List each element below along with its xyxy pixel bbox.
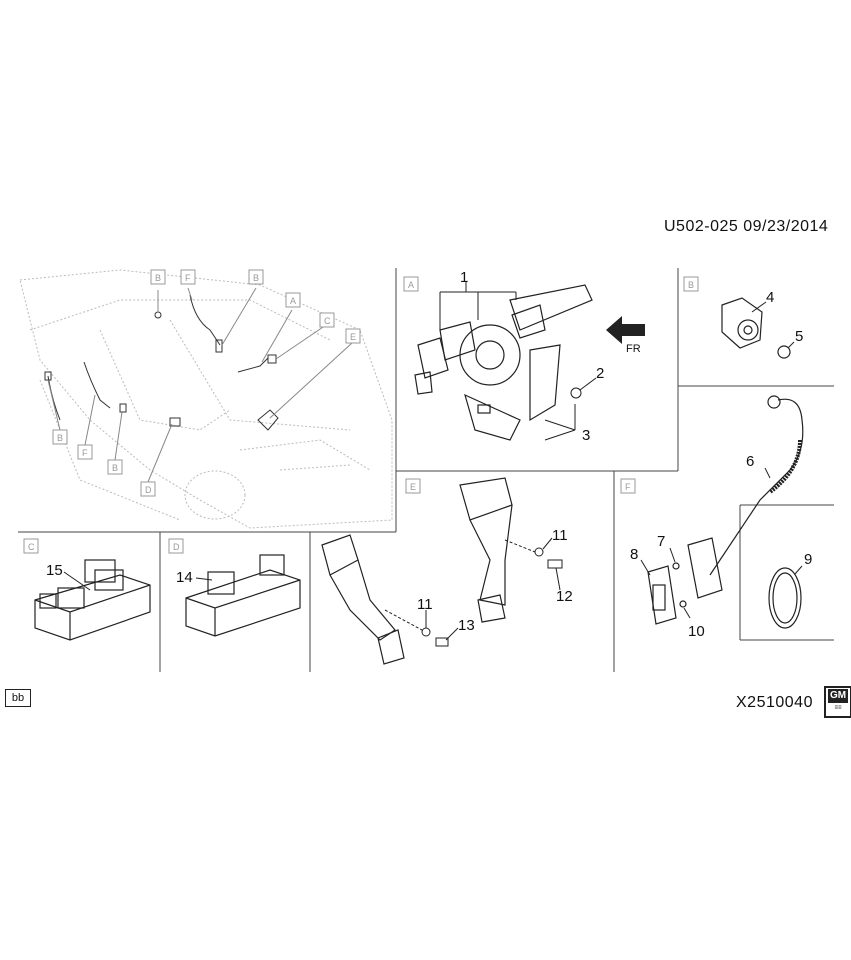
- wiring-harness: [709, 395, 804, 576]
- sensor-part: [721, 297, 791, 359]
- panel-e-leaders: [384, 537, 561, 641]
- panel-a-leaders: [439, 282, 597, 441]
- callout-7: 7: [657, 533, 665, 550]
- callout-3: 3: [582, 427, 590, 444]
- overview-box-9: B: [112, 463, 118, 473]
- overview-box-10: D: [145, 485, 152, 495]
- combination-switch: [414, 284, 593, 441]
- callout-8: 8: [630, 546, 638, 563]
- panel-d: D 14: [168, 538, 301, 637]
- relay-box-d: [185, 554, 301, 637]
- callout-11-upper: 11: [552, 527, 568, 544]
- callout-11-lower: 11: [417, 596, 433, 613]
- overview-box-4: A: [290, 296, 296, 306]
- panel-f-label: F: [625, 482, 631, 492]
- callout-2: 2: [596, 365, 604, 382]
- panel-d-leader: [195, 577, 213, 581]
- front-arrow-label: FR: [626, 343, 641, 355]
- callout-4: 4: [766, 289, 774, 306]
- gm-logo-lines: ≡≡: [834, 705, 842, 711]
- bracket-parts: [647, 537, 802, 629]
- screw-icon: [570, 387, 582, 399]
- gm-logo-text: GM: [828, 689, 848, 703]
- overview-box-3: B: [253, 273, 259, 283]
- callout-13: 13: [458, 617, 475, 634]
- panel-a-label: A: [408, 280, 414, 290]
- panel-c-label: C: [28, 542, 35, 552]
- overview-letter-boxes: B F B A C E B F B D: [52, 269, 361, 497]
- overview-parts: [44, 294, 279, 431]
- callout-1: 1: [460, 269, 468, 286]
- overview-box-8: F: [82, 448, 88, 458]
- overview-box-1: B: [155, 273, 161, 283]
- callout-15: 15: [46, 562, 63, 579]
- callout-14: 14: [176, 569, 193, 586]
- panel-e: E 11 12 11 13: [321, 477, 573, 665]
- document-id: U502-025 09/23/2014: [664, 218, 829, 235]
- panel-d-label: D: [173, 542, 180, 552]
- callout-6: 6: [746, 453, 754, 470]
- callout-9: 9: [804, 551, 812, 568]
- bb-tag: bb: [5, 689, 31, 707]
- panel-b-label: B: [688, 280, 694, 290]
- panel-b-leaders: [751, 301, 795, 349]
- overview-leaders: [47, 287, 353, 483]
- overview-box-5: C: [324, 316, 331, 326]
- callout-5: 5: [795, 328, 803, 345]
- harness-coil: [768, 439, 802, 494]
- figure-id: X2510040: [736, 694, 813, 711]
- overview-box-2: F: [185, 273, 191, 283]
- callout-10: 10: [688, 623, 705, 640]
- overview-box-6: E: [350, 332, 356, 342]
- panel-b: B 4 5: [683, 276, 803, 359]
- panel-c: C 15: [23, 538, 151, 641]
- pedal-assembly: [321, 477, 513, 665]
- relay-box-c: [34, 559, 151, 641]
- panel-c-leader: [63, 571, 91, 591]
- callout-12: 12: [556, 588, 573, 605]
- front-arrow: [606, 316, 645, 344]
- panel-f: F 6 7 8 9 10: [620, 395, 812, 640]
- panel-a: A FR 1 2 3: [403, 269, 645, 444]
- panel-e-label: E: [410, 482, 416, 492]
- overview-box-7: B: [57, 433, 63, 443]
- panel-f-leaders: [640, 467, 803, 619]
- vehicle-outline: [19, 269, 393, 529]
- panel-dividers: [18, 268, 834, 672]
